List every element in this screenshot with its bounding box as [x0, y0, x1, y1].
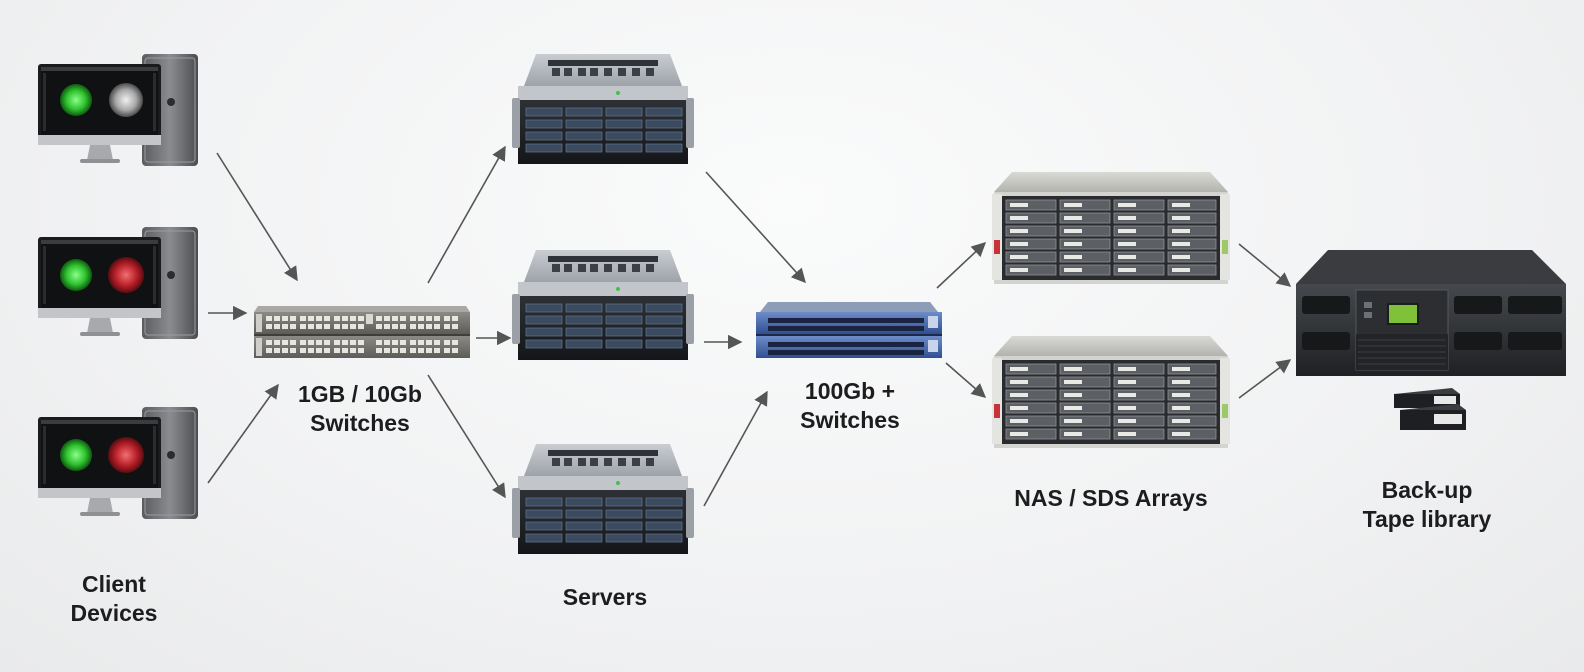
client-workstation-1	[38, 52, 200, 170]
label-core-switches-line2: Switches	[800, 407, 900, 433]
access-switch-stack	[252, 298, 472, 364]
arrow-server1-to-core	[705, 171, 806, 284]
client-workstation-2	[38, 225, 200, 343]
tape-library	[1294, 248, 1568, 438]
red-protein-render	[108, 437, 144, 473]
label-access-switches: 1GB / 10Gb Switches	[270, 380, 450, 438]
arrow-nas2-to-tape	[1238, 359, 1292, 399]
green-protein-render	[60, 84, 92, 116]
label-client-devices-line2: Devices	[70, 600, 158, 626]
client-workstation-3	[38, 405, 200, 523]
label-access-switches-line1: 1GB / 10Gb	[298, 381, 422, 407]
label-servers-line1: Servers	[562, 584, 648, 610]
arrow-client3-to-switch	[207, 383, 279, 484]
label-client-devices: Client Devices	[44, 570, 184, 628]
label-core-switches-line1: 100Gb +	[804, 378, 896, 404]
arrow-client1-to-switch	[216, 152, 298, 282]
green-protein-render	[60, 259, 92, 291]
rack-server-1	[508, 50, 698, 168]
arrow-nas1-to-tape	[1238, 243, 1292, 287]
rack-server-2	[508, 246, 698, 364]
label-servers: Servers	[520, 583, 690, 612]
label-nas-arrays-line1: NAS / SDS Arrays	[1014, 485, 1208, 511]
nas-array-2	[990, 334, 1232, 450]
label-client-devices-line1: Client	[82, 571, 146, 597]
green-protein-render	[60, 439, 92, 471]
label-tape-library-line2: Tape library	[1362, 506, 1492, 532]
arrow-switch-to-server1	[427, 145, 506, 284]
arrow-core-to-nas2	[945, 362, 987, 398]
label-access-switches-line2: Switches	[310, 410, 410, 436]
rack-server-3	[508, 440, 698, 558]
arrow-core-to-nas1	[936, 242, 987, 289]
label-core-switches: 100Gb + Switches	[770, 377, 930, 435]
red-protein-render	[108, 257, 144, 293]
label-tape-library-line1: Back-up	[1381, 477, 1473, 503]
core-switch-stack	[754, 298, 944, 362]
label-tape-library: Back-up Tape library	[1342, 476, 1512, 534]
arrow-server3-to-core	[703, 390, 768, 507]
gray-protein-render	[109, 83, 143, 117]
arrow-switch-to-server3	[427, 374, 506, 499]
label-nas-arrays: NAS / SDS Arrays	[990, 484, 1232, 513]
nas-array-1	[990, 170, 1232, 286]
